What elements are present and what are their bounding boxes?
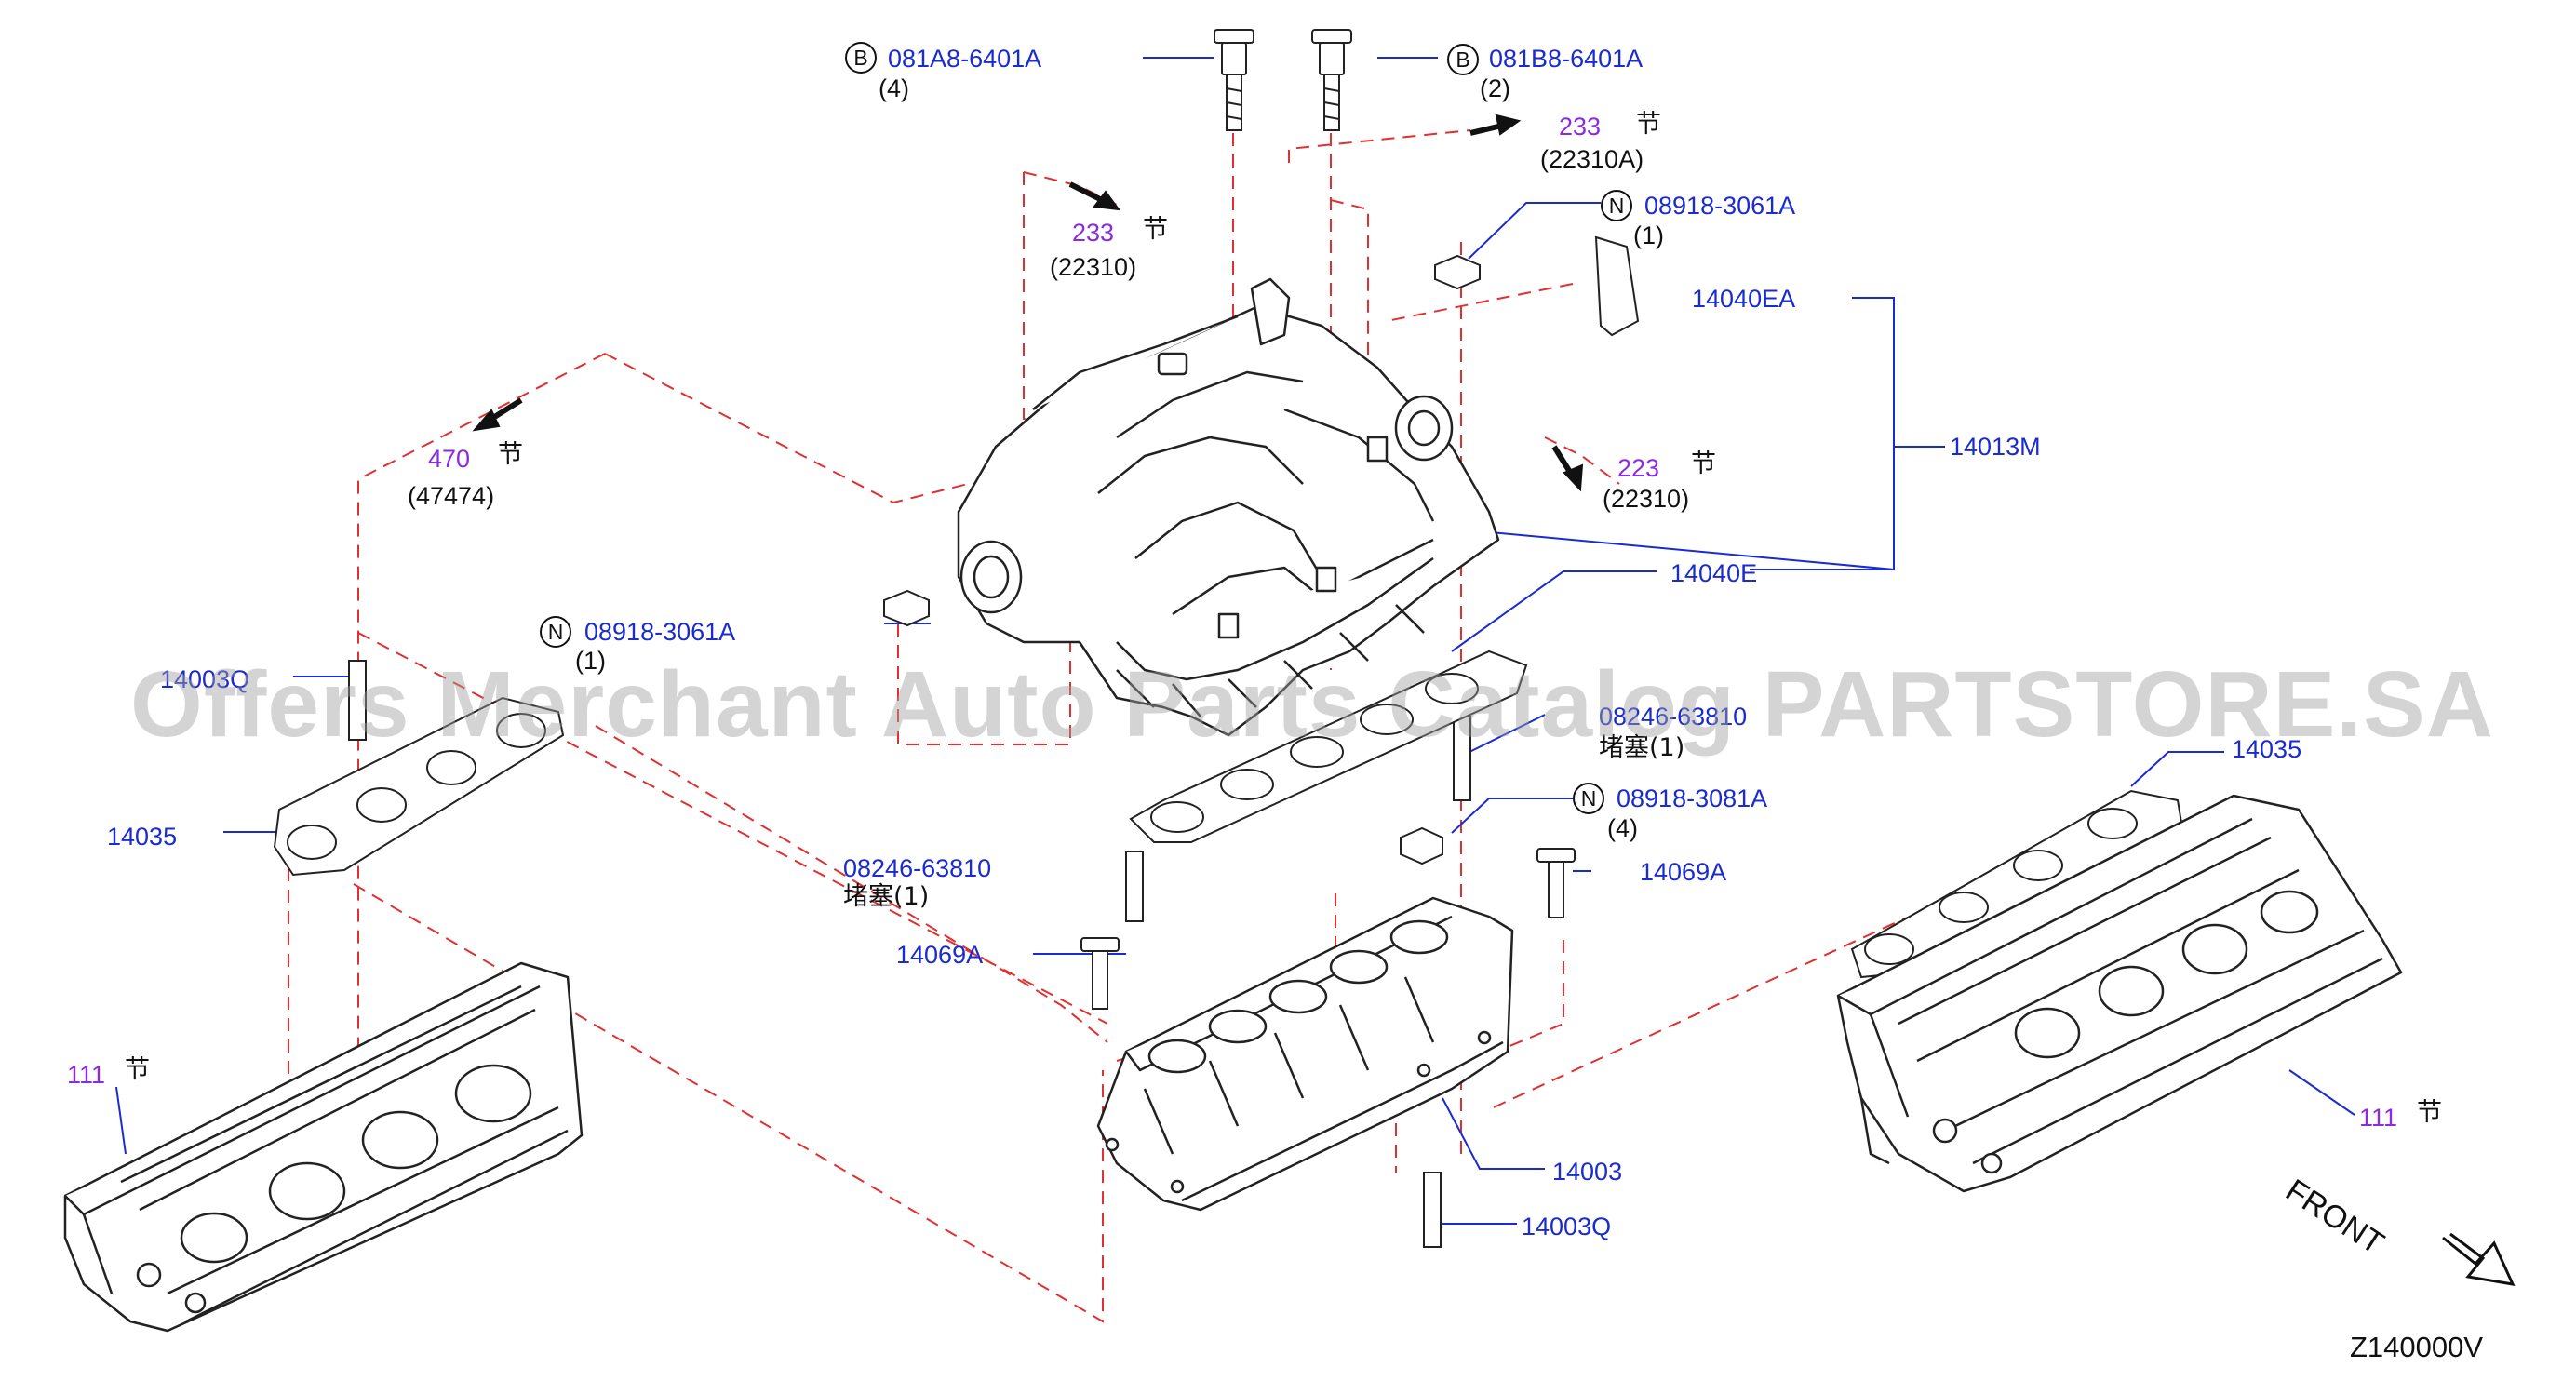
- ref-233-top-section[interactable]: 233: [1559, 113, 1602, 141]
- nut-lower-part[interactable]: 08918-3081A: [1617, 784, 1768, 812]
- upper-intake-manifold: [957, 277, 1500, 737]
- bolt-b-left-badge: B: [845, 42, 877, 74]
- leader-lines: [115, 57, 2355, 1225]
- plug-left-note: 堵塞(1): [843, 882, 930, 911]
- lower-intake-manifold: [1096, 896, 1514, 1212]
- gasket-14035-left: [273, 696, 565, 877]
- bolt-b-right-qty: (2): [1480, 74, 1510, 102]
- plug-right-note: 堵塞(1): [1599, 733, 1685, 762]
- gasket-14040e: [1129, 650, 1528, 843]
- nut-top-qty: (1): [1633, 221, 1664, 249]
- ref-233-top-char: 节: [1636, 110, 1661, 139]
- plug-right-part[interactable]: 08246-63810: [1599, 703, 1748, 731]
- ref-470-ref: (47474): [408, 482, 495, 510]
- bolts: [348, 29, 1576, 1248]
- bolt-left-part[interactable]: 14069A: [896, 941, 984, 969]
- ref-223-ref: (22310): [1603, 485, 1690, 513]
- section-arrows: [472, 114, 1584, 492]
- bolt-b-right-badge: B: [1447, 44, 1479, 75]
- gasket-14040ea: [1594, 235, 1640, 337]
- ref-233-mid-ref: (22310): [1050, 253, 1137, 281]
- ref-233-mid-char: 节: [1143, 215, 1168, 244]
- plug-left-part[interactable]: 08246-63810: [843, 854, 992, 882]
- gasket-e-part[interactable]: 14040E: [1670, 559, 1758, 587]
- ref-233-mid-section[interactable]: 233: [1072, 219, 1115, 247]
- head-left-section[interactable]: 111: [67, 1061, 106, 1089]
- head-right-section[interactable]: 111: [2359, 1104, 2398, 1132]
- gasket-right-part[interactable]: 14035: [2232, 735, 2302, 763]
- head-left-char: 节: [125, 1055, 150, 1084]
- bolt-b-left-part[interactable]: 081A8-6401A: [888, 45, 1042, 73]
- assy-part[interactable]: 14013M: [1950, 433, 2041, 461]
- nut-lower-badge: N: [1573, 783, 1604, 814]
- head-right-char: 节: [2417, 1098, 2442, 1127]
- nut-mid-qty: (1): [575, 647, 606, 675]
- cylinder-head-left: [63, 961, 584, 1333]
- diagram-code: Z140000V: [2350, 1331, 2484, 1363]
- ref-470-char: 节: [498, 440, 523, 469]
- stud-left-part[interactable]: 14003Q: [160, 665, 250, 693]
- nut-lower-qty: (4): [1607, 814, 1638, 842]
- nut-mid-badge: N: [540, 616, 571, 648]
- front-arrow-icon: [2442, 1232, 2516, 1286]
- lower-manifold-part[interactable]: 14003: [1552, 1158, 1623, 1186]
- nut-top-part[interactable]: 08918-3061A: [1644, 192, 1796, 220]
- bolt-b-left-qty: (4): [879, 74, 909, 102]
- gasket-ea-part[interactable]: 14040EA: [1692, 285, 1796, 313]
- nut-top-badge: N: [1601, 190, 1632, 221]
- nut-mid-part[interactable]: 08918-3061A: [584, 618, 736, 646]
- ref-233-top-ref: (22310A): [1540, 145, 1644, 173]
- cylinder-head-right: [1836, 794, 2403, 1193]
- ref-223-section[interactable]: 223: [1617, 454, 1660, 482]
- watermark-text: Offers Merchant Auto Parts Catalog PARTS…: [130, 652, 2494, 757]
- gasket-left-part[interactable]: 14035: [107, 823, 178, 851]
- bolt-right-part[interactable]: 14069A: [1640, 858, 1727, 886]
- stud-bottom-part[interactable]: 14003Q: [1522, 1213, 1612, 1240]
- ref-223-char: 节: [1691, 449, 1716, 478]
- bolt-b-right-part[interactable]: 081B8-6401A: [1489, 45, 1644, 73]
- ref-470-section[interactable]: 470: [428, 445, 471, 473]
